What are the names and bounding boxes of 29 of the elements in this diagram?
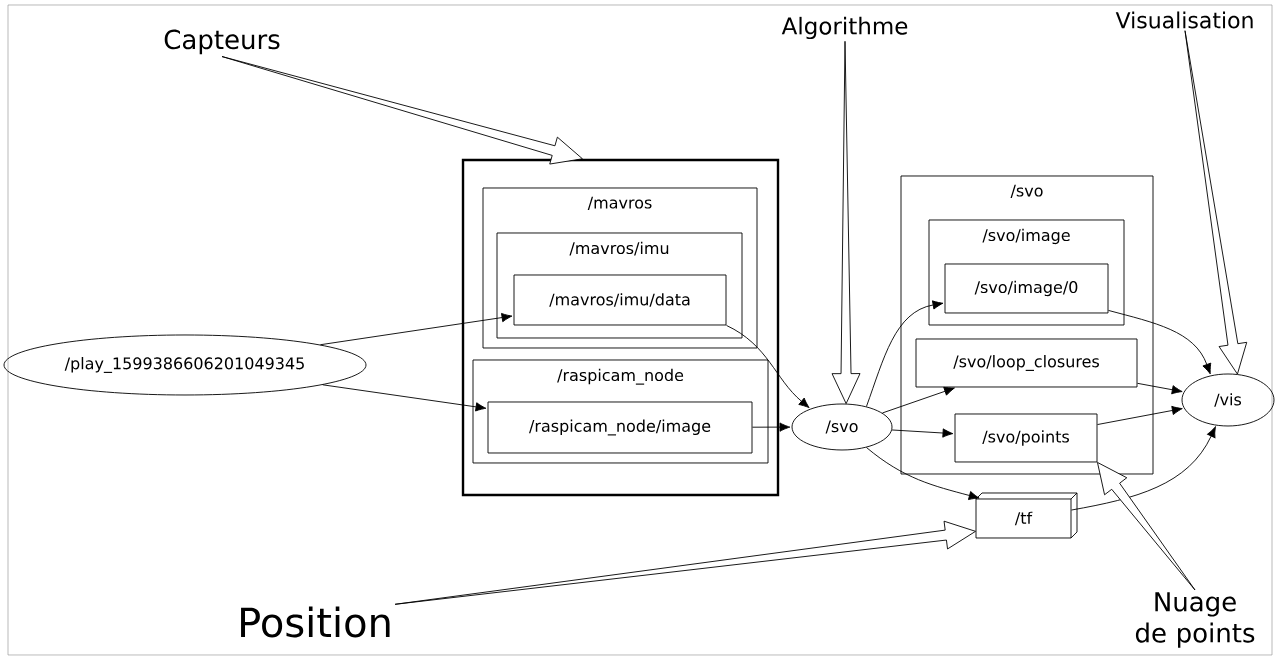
callout-label: Capteurs — [164, 29, 280, 55]
topic-box: /mavros/imu/data — [513, 274, 727, 326]
callout-arrow — [1097, 462, 1196, 591]
topic-box: /raspicam_node/image — [487, 401, 753, 454]
arrow — [882, 386, 955, 414]
arrow — [866, 300, 944, 407]
callout-label: Algorithme — [781, 16, 908, 40]
topic-box: /svo/image/0 — [944, 263, 1109, 314]
callout-arrow — [221, 56, 583, 165]
arrow — [1108, 309, 1212, 375]
arrow — [891, 428, 954, 438]
arrow — [1071, 426, 1216, 511]
arrow — [1097, 405, 1183, 425]
arrow — [752, 422, 791, 432]
arrow — [1137, 382, 1183, 395]
topic-box: /svo/points — [954, 413, 1098, 463]
topic-box: /svo/loop_closures — [915, 338, 1138, 388]
arrow — [320, 312, 513, 346]
arrow — [866, 447, 980, 501]
callout-label: Position — [241, 606, 390, 638]
callout-arrow — [831, 40, 861, 405]
callout-label: Nuage de points — [1135, 592, 1255, 648]
topic-box: /tf — [975, 492, 1078, 539]
callout-arrow — [1184, 30, 1248, 375]
topic-box — [461, 158, 780, 497]
arrow — [322, 384, 487, 412]
callout-arrow — [394, 520, 976, 605]
callout-label: Visualisation — [1115, 11, 1253, 29]
arrow — [726, 325, 810, 409]
